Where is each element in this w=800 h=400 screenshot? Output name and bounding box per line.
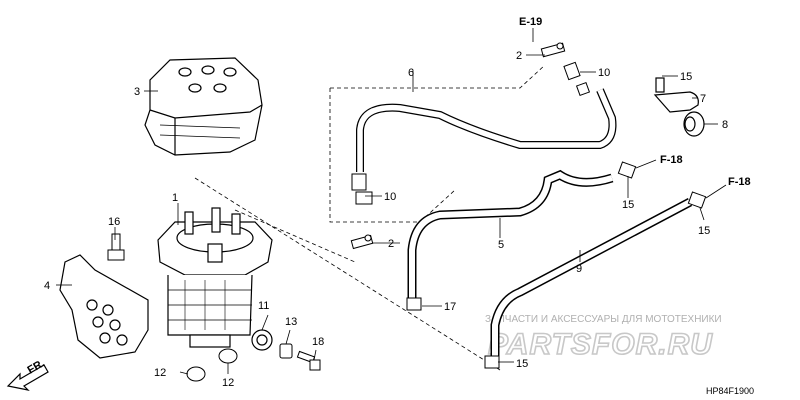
callout-2-top: 2 xyxy=(516,50,522,62)
callout-9: 9 xyxy=(576,263,582,275)
grommet-11-part xyxy=(251,329,273,351)
callout-10-bottom: 10 xyxy=(384,191,396,203)
callout-16: 16 xyxy=(108,216,120,228)
ref-f18-a: F-18 xyxy=(660,154,683,166)
clip-2-mid-part xyxy=(350,234,374,250)
section-refs: E-19 F-18 F-18 xyxy=(519,16,751,188)
callout-10-top: 10 xyxy=(598,67,610,79)
hose-5-part xyxy=(407,169,614,300)
callout-3: 3 xyxy=(134,86,140,98)
callout-15-b: 15 xyxy=(698,225,710,237)
callout-labels: 3 1 4 16 2 2 6 10 10 15 7 8 5 9 15 15 15… xyxy=(44,50,728,389)
watermark-brand: PARTSFOR.RU xyxy=(488,328,713,361)
diagram-code: HP84F1900 xyxy=(706,386,754,396)
clip-17-part xyxy=(406,297,422,311)
clip-15-c-part xyxy=(484,355,500,369)
callout-14: 15 xyxy=(680,71,692,83)
grommet-12-left-part xyxy=(186,366,206,382)
callout-13: 13 xyxy=(285,316,297,328)
bracket-part xyxy=(59,254,149,359)
clip-15-b-part xyxy=(687,191,707,209)
joint-10-top-part xyxy=(563,61,591,97)
callout-18: 18 xyxy=(312,336,324,348)
callout-2-mid: 2 xyxy=(388,238,394,250)
callout-7: 7 xyxy=(700,93,706,105)
bolt-18-part xyxy=(296,350,321,371)
callout-6: 6 xyxy=(408,67,414,79)
ref-f18-b: F-18 xyxy=(728,176,751,188)
pump-cover-part xyxy=(144,57,263,156)
callout-8: 8 xyxy=(722,119,728,131)
watermark-tagline: ЗАПЧАСТИ И АКСЕССУАРЫ ДЛЯ МОТОТЕХНИКИ xyxy=(485,314,722,325)
ref-e19: E-19 xyxy=(519,16,542,28)
callout-15-c: 15 xyxy=(516,358,528,370)
callout-12-right: 12 xyxy=(222,377,234,389)
callout-11: 11 xyxy=(258,300,269,312)
bolt-16-part xyxy=(107,233,125,261)
callout-17: 17 xyxy=(444,301,456,313)
hose-group-outline xyxy=(194,64,546,371)
fuel-pump-part xyxy=(157,207,273,348)
grommet-8-part xyxy=(683,111,705,137)
front-arrow: FR. xyxy=(6,357,49,391)
leader-lines xyxy=(56,28,727,375)
clamp-7-part xyxy=(653,77,699,113)
grommet-12-right-part xyxy=(218,348,238,364)
hose-6-part xyxy=(356,88,617,172)
clip-15-a-part xyxy=(617,161,637,179)
callout-12-left: 12 xyxy=(154,367,166,379)
clip-2-top-part xyxy=(540,42,566,58)
collar-13-part xyxy=(279,343,293,359)
hose-9-part xyxy=(490,198,693,362)
callout-4: 4 xyxy=(44,280,50,292)
watermark: ЗАПЧАСТИ И АКСЕССУАРЫ ДЛЯ МОТОТЕХНИКИ PA… xyxy=(485,314,722,362)
arrow-left-icon xyxy=(6,364,49,391)
joint-10-bottom-part xyxy=(351,173,373,205)
callout-15-a: 15 xyxy=(622,199,634,211)
callout-5: 5 xyxy=(498,239,504,251)
callout-1: 1 xyxy=(172,192,178,204)
